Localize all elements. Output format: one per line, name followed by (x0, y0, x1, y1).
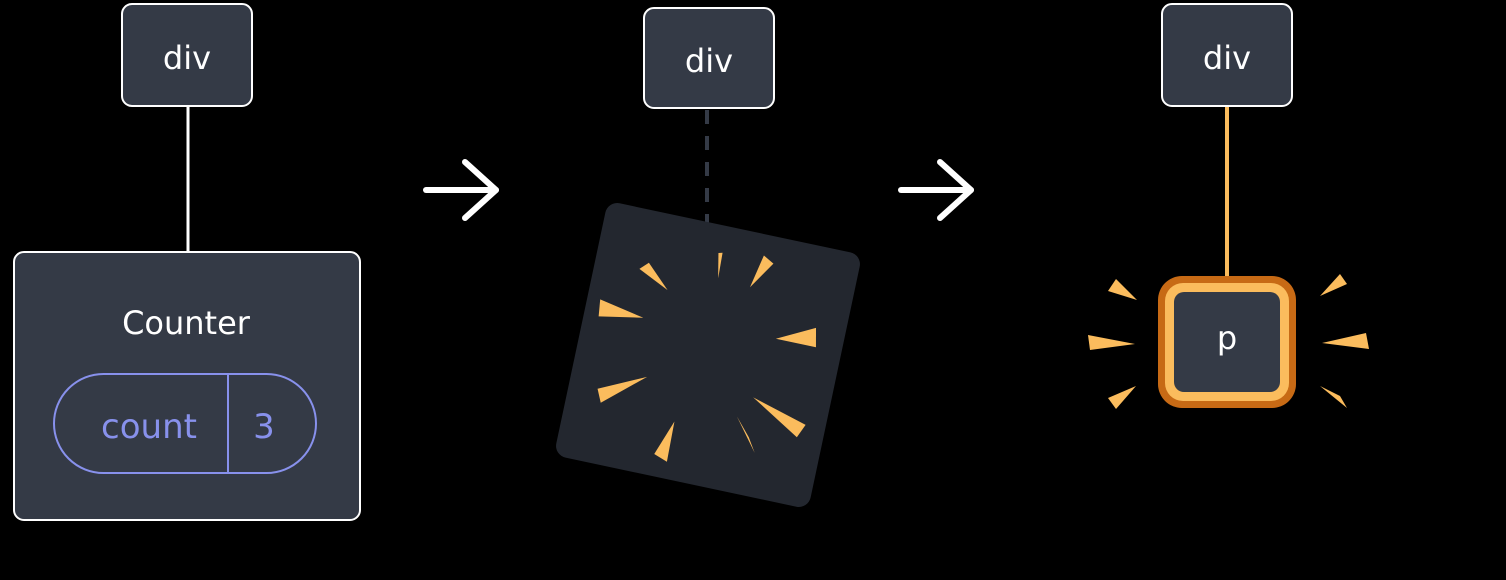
arrow-right-icon (898, 159, 974, 221)
burst-icon (597, 252, 817, 462)
node-label: p (1217, 319, 1237, 357)
state-pill: count 3 (53, 373, 317, 474)
new-node-p: p (1158, 276, 1296, 408)
node-label: div (163, 39, 211, 77)
component-node-counter: Counter count 3 (13, 251, 361, 521)
parent-node-div: div (643, 7, 775, 109)
parent-node-div: div (121, 3, 253, 107)
highlight-rays-icon (1088, 274, 1369, 409)
state-name: count (101, 407, 197, 447)
node-label: div (1203, 39, 1251, 77)
state-value: 3 (253, 407, 275, 447)
arrow-right-icon (423, 159, 499, 221)
stage-1: div Counter count 3 (13, 3, 361, 521)
node-label: div (685, 42, 733, 80)
parent-node-div: div (1161, 3, 1293, 107)
component-label: Counter (122, 304, 251, 342)
stage-3: div p (1088, 3, 1369, 409)
removed-node-burst (556, 203, 860, 507)
stage-2: div (556, 7, 860, 507)
